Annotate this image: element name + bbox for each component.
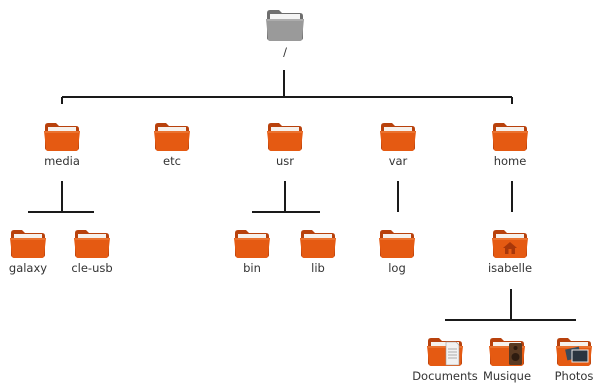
music-folder-icon: [489, 338, 525, 366]
tree-node-cle-usb[interactable]: cle-usb: [47, 228, 137, 275]
tree-node-label: etc: [163, 154, 181, 168]
tree-node-log[interactable]: log: [352, 228, 442, 275]
tree-node-label: lib: [311, 261, 325, 275]
tree-node-usr[interactable]: usr: [240, 121, 330, 168]
folder-icon: [379, 230, 415, 258]
tree-node-label: galaxy: [8, 261, 48, 275]
tree-node-label: media: [44, 154, 80, 168]
tree-node-isabelle[interactable]: isabelle: [465, 228, 555, 275]
tree-node-var[interactable]: var: [353, 121, 443, 168]
tree-node-photos[interactable]: Photos: [529, 336, 593, 383]
tree-node-bin[interactable]: bin: [207, 228, 297, 275]
pictures-folder-icon: [556, 338, 592, 366]
folder-icon: [492, 123, 528, 151]
tree-node-documents[interactable]: Documents: [400, 336, 490, 383]
tree-node-label: usr: [275, 154, 294, 168]
folder-icon: [267, 123, 303, 151]
folder-icon: [154, 123, 190, 151]
tree-node-label: /: [283, 45, 287, 59]
tree-node-label: Photos: [554, 369, 593, 383]
folder-icon: [300, 230, 336, 258]
tree-node-root[interactable]: /: [240, 8, 330, 59]
tree-node-musique[interactable]: Musique: [462, 336, 552, 383]
tree-node-home[interactable]: home: [465, 121, 555, 168]
tree-node-label: log: [388, 261, 406, 275]
documents-folder-icon: [427, 338, 463, 366]
tree-node-label: home: [493, 154, 527, 168]
tree-node-lib[interactable]: lib: [273, 228, 363, 275]
tree-node-label: var: [388, 154, 408, 168]
tree-node-label: bin: [243, 261, 261, 275]
tree-node-media[interactable]: media: [17, 121, 107, 168]
tree-node-label: Documents: [412, 369, 478, 383]
tree-node-label: isabelle: [487, 261, 533, 275]
tree-node-label: cle-usb: [71, 261, 113, 275]
tree-node-label: Musique: [482, 369, 532, 383]
home-folder-icon: [492, 230, 528, 258]
folder-icon: [234, 230, 270, 258]
gray-folder-icon: [266, 10, 304, 41]
folder-icon: [380, 123, 416, 151]
tree-node-etc[interactable]: etc: [127, 121, 217, 168]
folder-icon: [10, 230, 46, 258]
folder-icon: [74, 230, 110, 258]
folder-icon: [44, 123, 80, 151]
tree-node-galaxy[interactable]: galaxy: [0, 228, 73, 275]
